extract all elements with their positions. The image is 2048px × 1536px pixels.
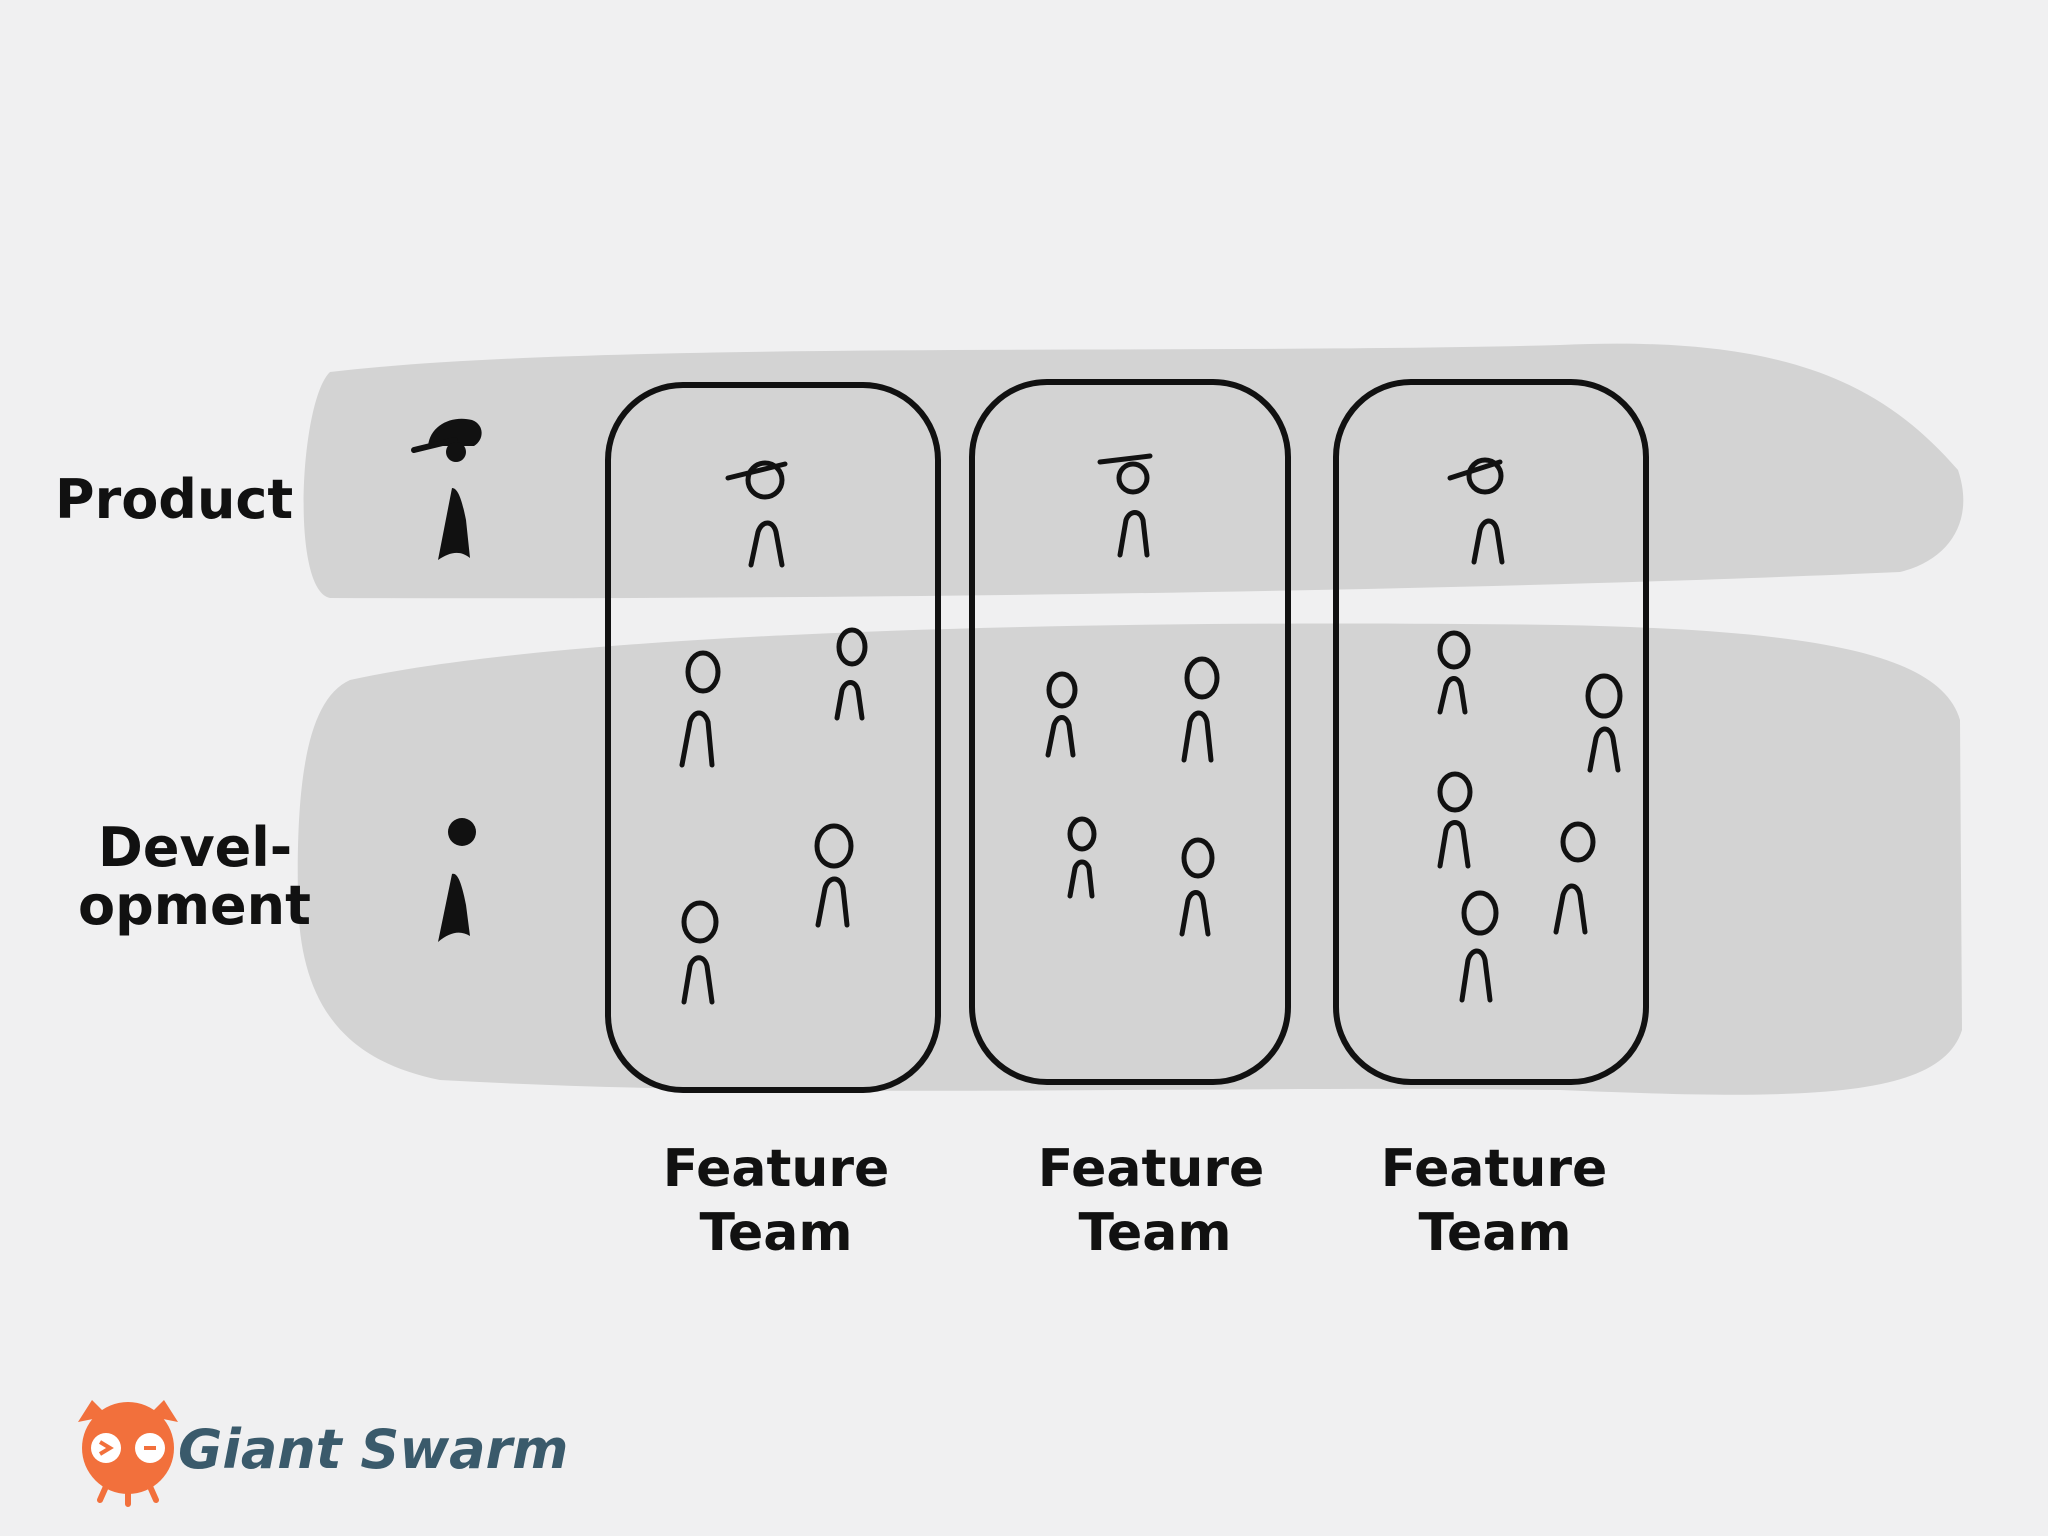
product-owner-figure-team-3 — [1447, 457, 1505, 565]
feature-team-label-2-line1: Feature — [1038, 1139, 1265, 1199]
feature-team-label-3-line1: Feature — [1381, 1139, 1608, 1199]
feature-team-label-3: Feature Team — [1381, 1139, 1608, 1263]
feature-team-label-1-line2: Team — [699, 1203, 852, 1263]
brand-name: Giant Swarm — [178, 1418, 568, 1481]
developer-figure — [1459, 890, 1499, 1003]
feature-team-box-2 — [969, 379, 1291, 1085]
row-label-product: Product — [55, 468, 293, 531]
feature-team-label-2: Feature Team — [1038, 1139, 1265, 1263]
developer-figure — [681, 900, 719, 1005]
product-owner-figure-team-2 — [1097, 453, 1153, 558]
feature-team-label-1: Feature Team — [663, 1139, 890, 1263]
ant-mascot-icon — [78, 1400, 178, 1507]
developer-figure — [1067, 816, 1097, 899]
developer-figure — [1181, 656, 1220, 763]
developer-figure — [834, 627, 868, 721]
developer-figure — [1045, 671, 1078, 758]
developer-figure — [1553, 821, 1596, 935]
feature-team-box-1 — [605, 382, 941, 1093]
feature-team-label-3-line2: Team — [1418, 1203, 1571, 1263]
feature-team-box-3 — [1333, 379, 1649, 1085]
developer-figure — [1179, 837, 1215, 937]
product-role-icon — [411, 418, 482, 560]
feature-team-label-1-line1: Feature — [663, 1139, 890, 1199]
developer-figure — [1585, 673, 1623, 773]
developer-figure — [1437, 630, 1471, 715]
developer-figure — [814, 823, 854, 928]
development-band — [297, 623, 1962, 1095]
feature-team-label-2-line2: Team — [1078, 1203, 1231, 1263]
development-role-icon — [438, 818, 476, 942]
row-label-development-line1: Devel- — [98, 816, 292, 879]
brand-logo: Giant Swarm — [78, 1400, 568, 1507]
product-band — [303, 343, 1964, 599]
product-owner-figure-team-1 — [725, 460, 788, 568]
row-label-development-line2: opment — [78, 874, 311, 937]
developer-figure — [679, 650, 721, 768]
developer-figure — [1437, 771, 1473, 869]
